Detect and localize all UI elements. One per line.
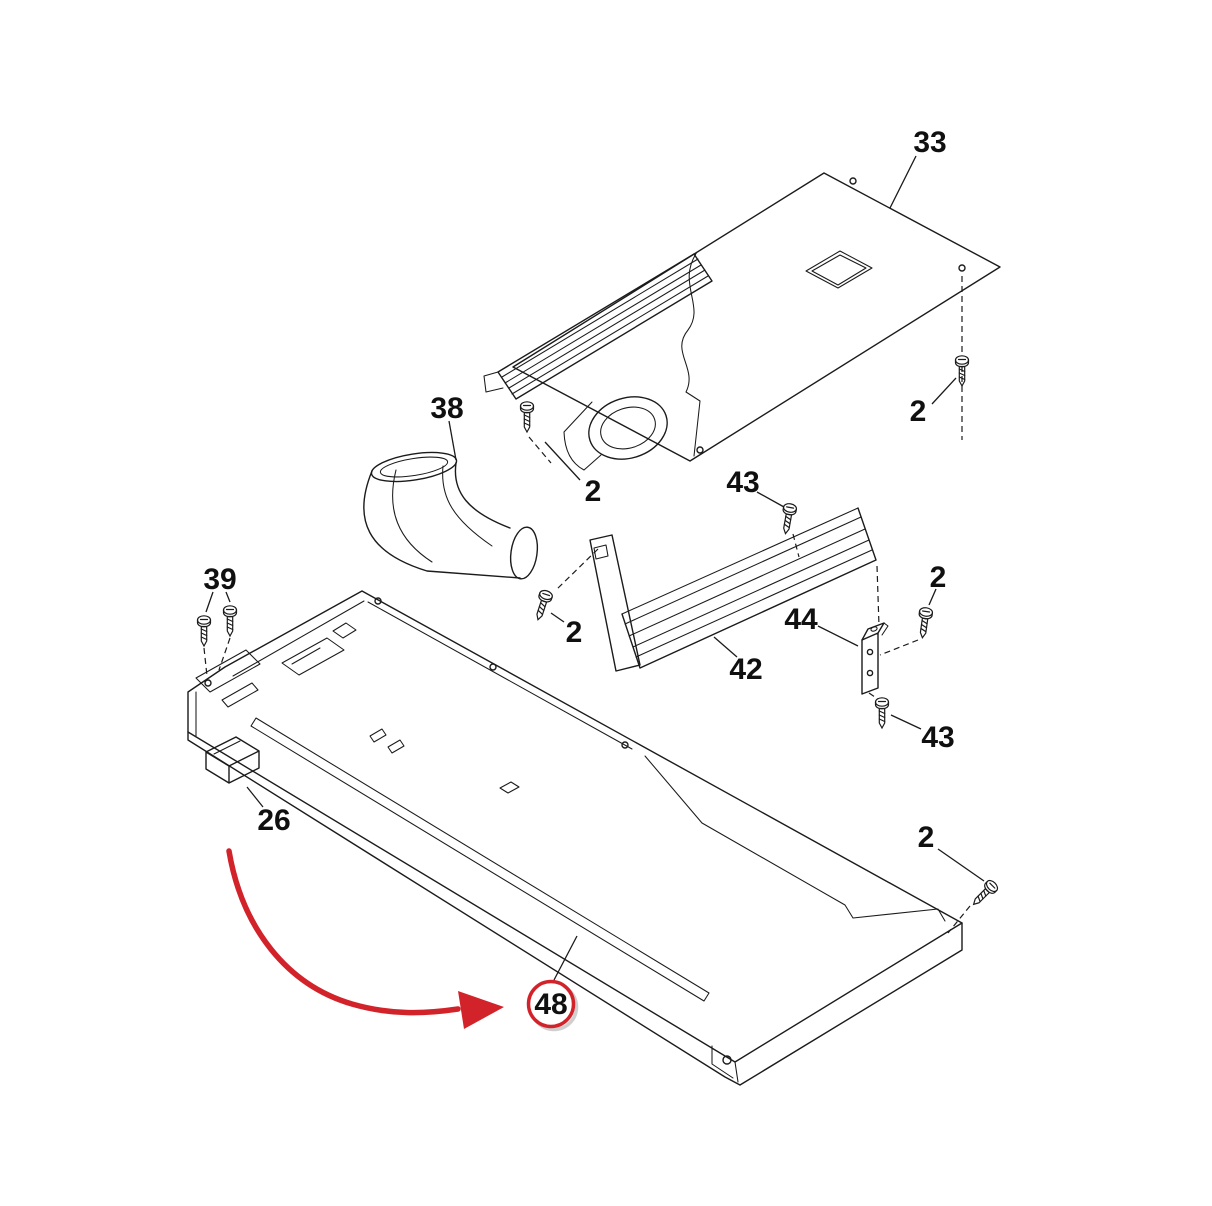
- screw-icon: [196, 615, 212, 647]
- screw-icon: [778, 502, 798, 536]
- block-26-drawing: [205, 736, 260, 784]
- duct-collar: [588, 396, 668, 460]
- screw-icon: [874, 697, 890, 729]
- base-panel-48-drawing: [187, 590, 963, 1086]
- screw-icon: [531, 588, 555, 623]
- screw-icon: [222, 605, 238, 637]
- part-label-2-rail: 2: [566, 616, 583, 649]
- part-label-48-highlighted: 48: [534, 988, 567, 1021]
- part-label-26: 26: [257, 804, 290, 837]
- part-label-43-upper: 43: [726, 466, 759, 499]
- part-label-2-bracket: 2: [930, 561, 947, 594]
- highlight-48: [526, 979, 579, 1032]
- part-label-2-top-right: 2: [910, 395, 927, 428]
- part-label-2-elbow: 2: [585, 475, 602, 508]
- pointer-arrow: [226, 848, 504, 1029]
- screw-icon: [968, 877, 1001, 910]
- rail-42-drawing: [589, 507, 877, 672]
- top-panel-33-drawing: [483, 172, 1001, 471]
- elbow-duct-38-drawing: [363, 451, 539, 580]
- highlight-circle: [526, 979, 576, 1029]
- bracket-44-drawing: [861, 622, 889, 695]
- part-label-38: 38: [430, 392, 463, 425]
- part-label-42: 42: [729, 653, 762, 686]
- screw-icon: [915, 606, 934, 640]
- blower-housing-cut: [681, 251, 701, 457]
- arrow-head-icon: [458, 991, 504, 1029]
- arrow-shaft: [226, 848, 461, 1016]
- part-label-44: 44: [784, 603, 818, 636]
- vent-slot: [250, 717, 710, 1002]
- part-label-33: 33: [913, 126, 946, 159]
- mount-plate: [195, 649, 261, 693]
- part-label-39: 39: [203, 563, 236, 596]
- leader-lines: [205, 155, 985, 981]
- assembly-guides: [203, 276, 971, 934]
- fasteners: [196, 355, 1001, 910]
- part-label-43-lower: 43: [921, 721, 954, 754]
- screw-icon: [519, 401, 535, 433]
- louver-strip: [497, 253, 713, 400]
- part-label-2-bottom-right: 2: [918, 821, 935, 854]
